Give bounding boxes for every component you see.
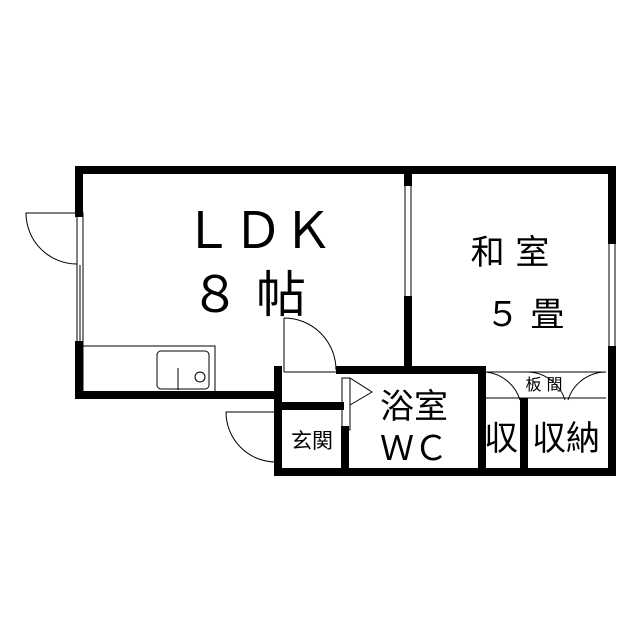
storage-small-label: 収 bbox=[484, 419, 518, 459]
storage-label: 収納 bbox=[532, 419, 600, 459]
board-floor-label: 板 間 bbox=[525, 375, 562, 394]
wc-label: ＷＣ bbox=[380, 429, 448, 469]
washitsu-label: 和 室 bbox=[471, 233, 550, 273]
walls bbox=[75, 166, 616, 476]
fixtures bbox=[25, 181, 616, 463]
washitsu-size: ５ 畳 bbox=[486, 295, 565, 335]
entrance-label: 玄関 bbox=[291, 429, 333, 453]
ldk-size: ８ 帖 bbox=[190, 266, 306, 324]
bath-label: 浴室 bbox=[380, 387, 448, 427]
ldk-label: ＬＤＫ bbox=[183, 202, 333, 260]
